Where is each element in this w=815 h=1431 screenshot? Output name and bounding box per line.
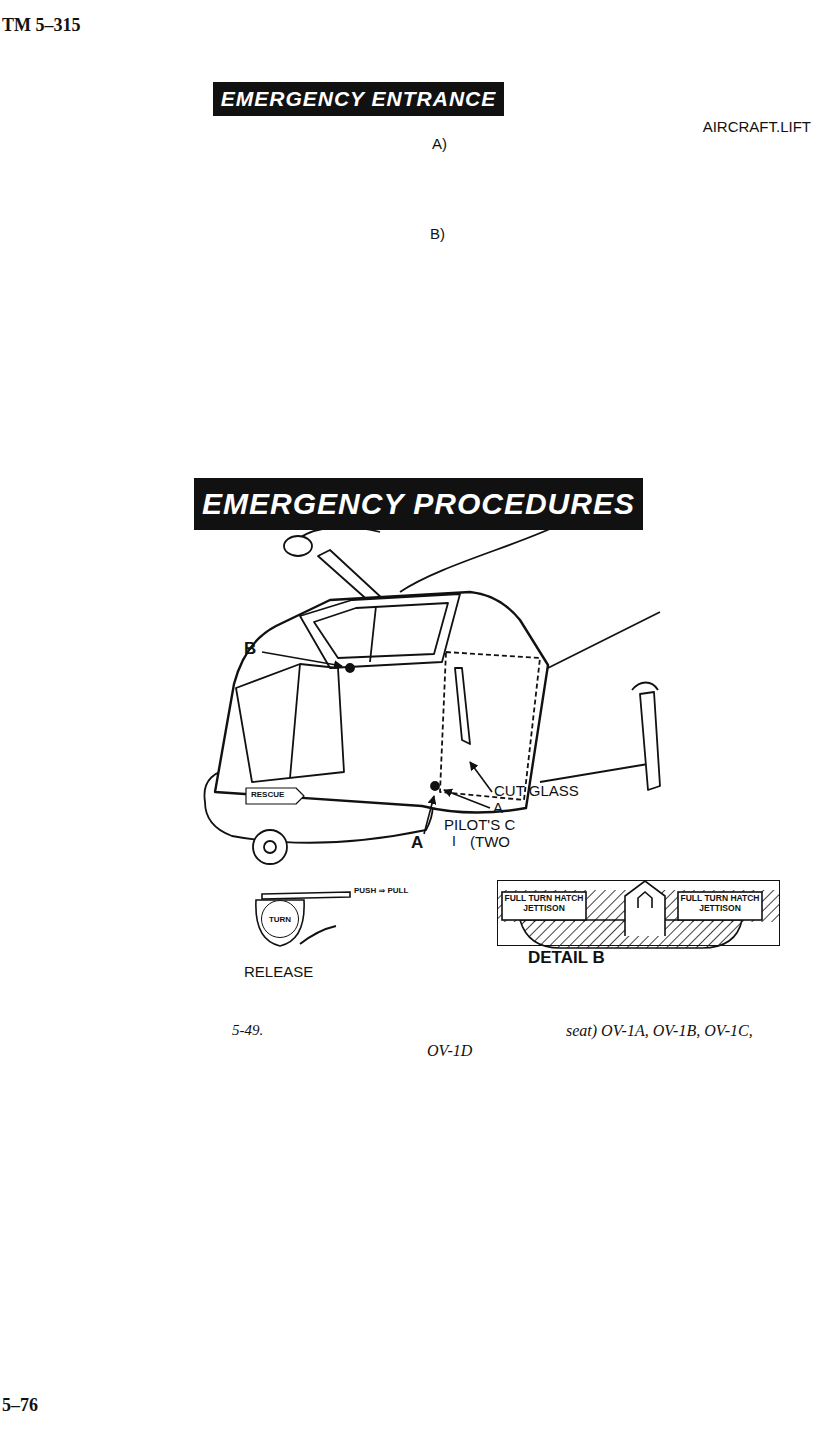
detail-title: DETAIL B <box>528 948 605 968</box>
rescue-marking: RESCUE <box>251 791 284 800</box>
callout-letter: B <box>244 640 256 659</box>
windscreen <box>236 664 344 782</box>
figure-number: 5-49. <box>232 1022 263 1039</box>
handle-plate <box>256 900 304 946</box>
banner-text: EMERGENCY PROCEDURES <box>202 487 635 521</box>
section-banner: EMERGENCY ENTRANCE <box>213 82 504 116</box>
leader-line <box>444 790 490 808</box>
roof-pane <box>314 603 448 658</box>
spinner <box>632 683 658 691</box>
figure-caption: OV-1D <box>427 1042 472 1060</box>
detail-marking: FULL TURN HATCH JETTISON <box>680 894 760 914</box>
detail-b-drawing <box>497 881 780 948</box>
handle-bar <box>262 892 350 899</box>
section-banner: EMERGENCY PROCEDURES <box>194 478 643 530</box>
callout-text: RELEASE <box>244 964 313 981</box>
detail-box: FULL TURN HATCH JETTISON FULL TURN HATCH … <box>497 880 780 946</box>
text-window <box>678 892 762 920</box>
fuselage-line <box>540 764 648 782</box>
pin-detail <box>638 892 652 908</box>
windscreen-frame <box>290 664 300 778</box>
leader-lines <box>262 652 492 834</box>
page-header: TM 5–315 <box>2 16 81 36</box>
step-letter: A) <box>432 136 447 153</box>
leader-line <box>470 762 492 792</box>
door-window <box>440 652 540 800</box>
leader-line <box>262 652 342 666</box>
leader-line <box>424 796 434 834</box>
callout-text: CUT GLASS <box>494 783 579 800</box>
release-marker <box>431 782 439 790</box>
turn-knob: TURN <box>261 900 299 938</box>
wing-line <box>548 612 660 668</box>
handle-stroke <box>300 926 336 944</box>
text-fragment: AIRCRAFT.LIFT <box>703 119 811 136</box>
fuselage-line <box>400 522 565 592</box>
step-letter: B) <box>430 226 445 243</box>
roof-frame <box>370 606 376 662</box>
text-fragment: I <box>452 834 456 849</box>
aircraft-nose <box>204 522 660 864</box>
text-fragment: (TWO <box>470 834 510 851</box>
callout-letter: A <box>493 800 503 817</box>
propeller-blade <box>318 550 384 604</box>
spinner <box>284 536 312 556</box>
roof-pane <box>300 594 460 668</box>
propeller-blade <box>640 692 660 790</box>
text-window <box>502 892 586 920</box>
canopy-frame <box>215 592 548 813</box>
page-number: 5–76 <box>2 1396 38 1416</box>
release-handle <box>256 892 350 946</box>
wheel <box>253 830 287 864</box>
wheel-hub <box>264 841 276 853</box>
release-marker <box>346 664 354 672</box>
rescue-tag <box>246 788 304 804</box>
callout-letter: A <box>411 834 423 853</box>
banner-text: EMERGENCY ENTRANCE <box>221 87 496 111</box>
pin <box>625 881 665 936</box>
handle-marking: PUSH ⇒ PULL <box>354 887 408 896</box>
detail-marking: FULL TURN HATCH JETTISON <box>504 894 584 914</box>
callout-text: PILOT'S C <box>444 817 515 834</box>
seat-outline <box>455 668 470 744</box>
knob-marking: TURN <box>269 915 291 924</box>
figure-caption: seat) OV-1A, OV-1B, OV-1C, <box>566 1022 753 1040</box>
